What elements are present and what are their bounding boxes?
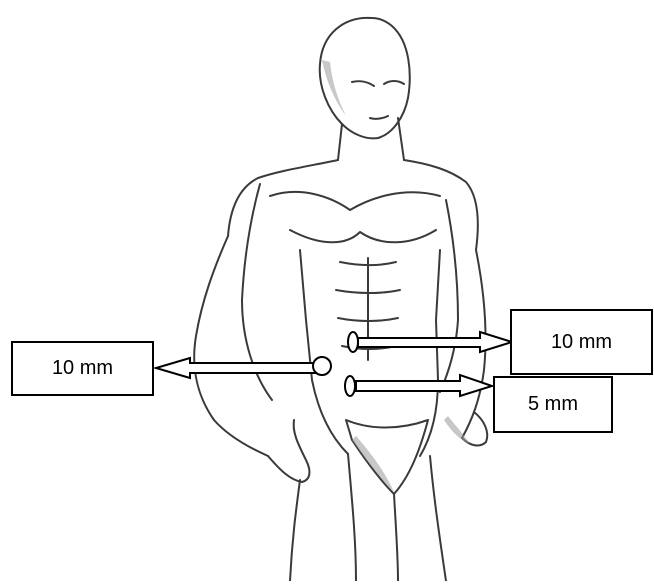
port-marker-left xyxy=(313,357,331,375)
right-arm xyxy=(440,200,486,438)
arrow-right-lower xyxy=(356,375,492,396)
arrow-left xyxy=(156,358,316,378)
port-label-right-upper-text: 10 mm xyxy=(551,331,612,354)
port-label-right-lower-text: 5 mm xyxy=(528,393,578,416)
port-marker-right-upper xyxy=(348,332,358,352)
port-marker-right-lower xyxy=(345,376,355,396)
legs xyxy=(290,454,446,581)
port-label-right-upper: 10 mm xyxy=(510,309,653,375)
head xyxy=(320,18,410,139)
port-label-left: 10 mm xyxy=(11,341,154,396)
port-label-left-text: 10 mm xyxy=(52,357,113,380)
left-arm xyxy=(194,184,272,456)
port-label-right-lower: 5 mm xyxy=(493,376,613,433)
